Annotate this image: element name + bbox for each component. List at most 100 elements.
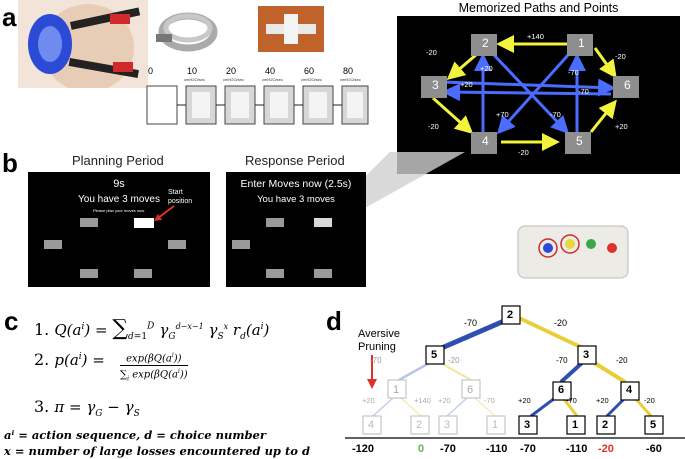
tree-leaf-edge: +20: [596, 396, 609, 405]
tree-node-6: 6: [558, 384, 565, 396]
total-value: -110: [486, 443, 508, 455]
timeline-unit: cmH2O/sec: [301, 77, 322, 82]
grid-square: [232, 240, 250, 249]
grid-square: [80, 218, 98, 227]
start-arrow: [154, 205, 175, 221]
tree-leaf-edge: -20: [644, 396, 655, 405]
node-label-6: 6: [624, 78, 631, 92]
valve-image: [258, 6, 324, 52]
response-moves-text: You have 3 moves: [257, 194, 335, 205]
eq3-number: 3.: [34, 397, 50, 416]
start-square: [134, 218, 154, 228]
total-value-chosen: -20: [598, 443, 614, 455]
tree-leaf: 5: [650, 419, 657, 431]
aversive-arrow: [367, 355, 377, 389]
green-button: [586, 239, 596, 249]
tree-root: 2: [507, 309, 514, 321]
edge-label-4-2: +70: [496, 110, 509, 119]
eq2-number: 2.: [34, 350, 50, 369]
tree-node-3: 3: [583, 349, 590, 361]
panel-label-d: d: [326, 306, 342, 336]
tree-edge-l1-a: -70: [464, 318, 478, 328]
tree-edge-l2-b: -20: [448, 356, 460, 365]
breathing-mask-image: [18, 0, 148, 88]
paths-graph: [421, 34, 639, 154]
edge-label-3-6: -70: [578, 87, 589, 96]
eq1-number: 1.: [34, 320, 50, 339]
enter-moves-text: Enter Moves now (2.5s): [240, 178, 352, 190]
tree-node-4: 4: [626, 384, 633, 396]
timeline-unit: cmH2O/sec: [262, 77, 283, 82]
tree-leaf-edge: +20: [438, 396, 451, 405]
timeline-label-0: 0: [148, 66, 154, 76]
tree-leaf: 1: [572, 419, 579, 431]
definition-2: x = number of large losses encountered u…: [4, 444, 311, 458]
edge-label-4-5: -20: [518, 148, 529, 157]
planning-screen: 9s You have 3 moves Please plan your mov…: [28, 172, 210, 287]
tree-leaf: 2: [416, 419, 423, 431]
node-label-5: 5: [576, 134, 583, 148]
response-screen: Enter Moves now (2.5s) You have 3 moves: [226, 172, 366, 287]
panel-label-b: b: [2, 148, 18, 178]
tree-leaf-edge: -70: [566, 396, 577, 405]
total-value: -70: [520, 443, 536, 455]
node-label-1: 1: [578, 36, 585, 50]
tree-leaf-edge: -70: [484, 396, 495, 405]
edge-label-2-1: +140: [527, 32, 544, 41]
grid-square: [314, 269, 332, 278]
planning-hint: Please plan your moves now.: [92, 208, 146, 213]
tree-leaf-edge: +20: [362, 396, 375, 405]
tree-leaf: 3: [524, 419, 531, 431]
total-value: -70: [440, 443, 456, 455]
node-label-3: 3: [432, 78, 439, 92]
timeline-frames: [146, 85, 369, 125]
tree-node-1-faded: 1: [393, 384, 400, 396]
eq3: 3. π = γG − γS: [34, 397, 140, 419]
tree-edge-l2-c: -70: [556, 356, 568, 365]
red-button: [607, 243, 617, 253]
eq2: 2. p(ai) =: [34, 350, 105, 369]
eq2-fraction: exp(βQ(ai)) ∑i exp(βQ(ai)): [120, 350, 188, 386]
equations: 1. Q(ai) = ∑d=1D γGd−x−1 γSx rd(ai) 2. p…: [34, 316, 324, 398]
edge-label-3-5: -70: [550, 110, 561, 119]
node-1: [567, 34, 593, 56]
edge-label-2-3: -20: [426, 48, 437, 57]
start-position-label: Start position: [168, 189, 193, 205]
grid-square: [134, 269, 152, 278]
tubing-image: [156, 12, 218, 52]
grid-square: [314, 218, 332, 227]
edge-label-1-5: -70: [568, 68, 579, 77]
grid-square: [168, 240, 186, 249]
timeline-label-80: 80: [343, 66, 354, 76]
memorized-paths-title: Memorized Paths and Points: [458, 1, 619, 15]
panel-label-c: c: [4, 306, 19, 336]
total-value-best: 0: [418, 443, 425, 455]
node-5: [565, 132, 591, 154]
planning-moves-text: You have 3 moves: [78, 194, 160, 205]
grid-square: [80, 269, 98, 278]
tree-node-6-faded: 6: [467, 384, 474, 396]
definition-1: aⁱ = action sequence, d = choice number: [4, 428, 266, 442]
grid-square: [44, 240, 62, 249]
edge-label-3-4: -20: [428, 122, 439, 131]
node-6: [613, 76, 639, 98]
edge-label-2-5: +20: [460, 80, 473, 89]
node-4: [471, 132, 497, 154]
tree-leaf: 1: [492, 419, 499, 431]
yellow-button: [565, 239, 575, 249]
aversive-pruning-label: Aversive Pruning: [358, 328, 400, 353]
timeline-label-20: 20: [226, 66, 237, 76]
timeline-unit: cmH2O/sec: [223, 77, 244, 82]
edge-label-1-6: -20: [615, 52, 626, 61]
node-2: [471, 34, 497, 56]
planning-period-title: Planning Period: [72, 153, 164, 168]
tree-edge-l2-d: -20: [616, 356, 628, 365]
tree-leaf: 2: [602, 419, 609, 431]
timeline-unit: cmH2O/sec: [340, 77, 361, 82]
pressure-timeline: 0 10 20 40 60 80 cmH2O/sec cmH2O/sec cmH…: [140, 66, 370, 128]
tree-edge-l1-b: -20: [554, 318, 568, 328]
edge-label-5-6: +20: [615, 122, 628, 131]
response-period-title: Response Period: [245, 153, 345, 168]
decision-tree: [345, 305, 685, 439]
total-value: -120: [352, 443, 375, 455]
